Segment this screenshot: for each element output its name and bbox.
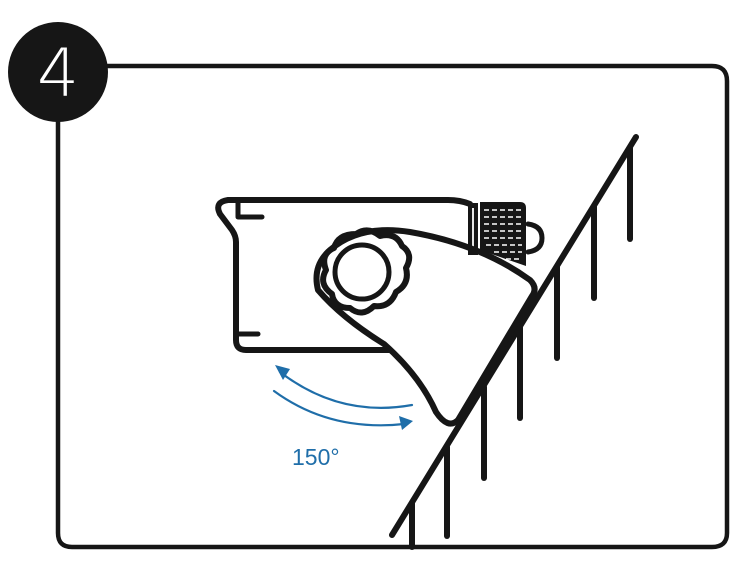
- rotation-angle-label: 150°: [292, 444, 340, 470]
- device-body: [215, 197, 473, 353]
- step-number-badge: 4: [8, 22, 108, 122]
- step-frame: [55, 63, 730, 550]
- rotating-arm: [313, 227, 538, 427]
- badge-circle: [8, 22, 108, 122]
- knurled-cap: [468, 202, 545, 266]
- step-number: 4: [37, 35, 79, 112]
- inclined-surface: [389, 134, 639, 550]
- star-knob: [320, 227, 413, 316]
- rotation-arrows: [272, 365, 414, 430]
